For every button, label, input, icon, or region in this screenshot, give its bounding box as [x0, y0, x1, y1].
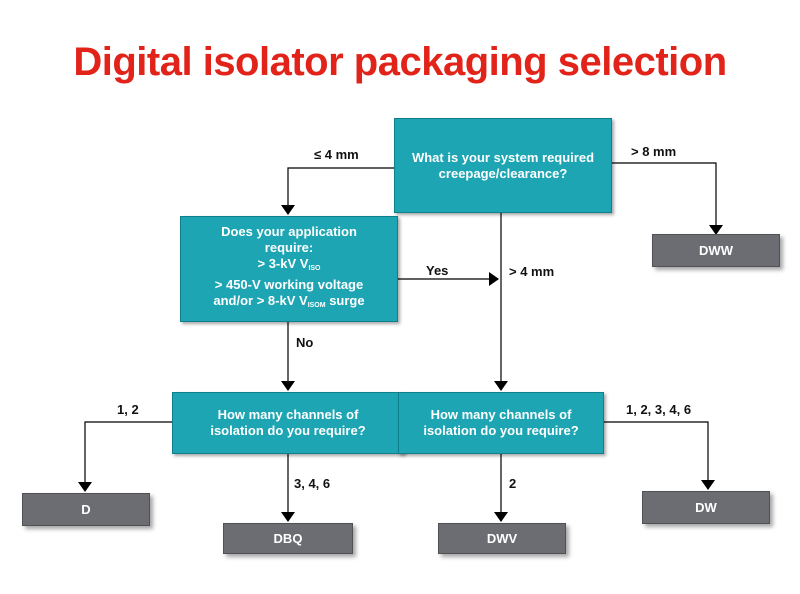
- edge-label-ch346: 3, 4, 6: [294, 476, 331, 491]
- application-line-2: require:: [264, 240, 314, 255]
- package-dww: DWW: [652, 234, 780, 267]
- edge-ch12: [78, 421, 172, 492]
- package-d: D: [22, 493, 150, 526]
- creepage-question-box: What is your system required creepage/cl…: [394, 118, 612, 213]
- application-line-4: > 450-V working voltage: [214, 277, 364, 292]
- edge-label-gt4mm: > 4 mm: [509, 264, 555, 279]
- edge-ch12346: [604, 421, 715, 490]
- application-line-1: Does your application: [221, 224, 357, 239]
- channels-right-question-box: How many channels of isolation do you re…: [398, 392, 604, 454]
- application-question-box: Does your application require: > 3-kV VI…: [180, 216, 398, 322]
- edge-label-le4mm: ≤ 4 mm: [314, 147, 359, 162]
- edge-label-gt8mm: > 8 mm: [631, 144, 677, 159]
- application-line-5: and/or > 8-kV VISOM surge: [213, 293, 365, 309]
- visom-subscript: ISOM: [307, 302, 326, 309]
- application-line-3: > 3-kV VISO: [257, 256, 321, 272]
- channels-left-text: How many channels of isolation do you re…: [210, 407, 366, 438]
- edge-le4mm: [281, 167, 394, 215]
- channels-right-text: How many channels of isolation do you re…: [423, 407, 579, 438]
- package-dw: DW: [642, 491, 770, 524]
- edge-label-ch2: 2: [509, 476, 517, 491]
- package-dwv: DWV: [438, 523, 566, 554]
- viso-subscript: ISO: [308, 265, 321, 272]
- page-title: Digital isolator packaging selection: [73, 40, 727, 84]
- edge-label-ch12346: 1, 2, 3, 4, 6: [626, 402, 692, 417]
- creepage-question-text: What is your system required creepage/cl…: [411, 149, 595, 181]
- edge-label-ch12: 1, 2: [117, 402, 139, 417]
- package-dbq: DBQ: [223, 523, 353, 554]
- edge-label-yes: Yes: [426, 263, 449, 278]
- channels-left-question-box: How many channels of isolation do you re…: [172, 392, 404, 454]
- edge-gt8mm: [612, 162, 723, 235]
- edge-label-no: No: [296, 335, 314, 350]
